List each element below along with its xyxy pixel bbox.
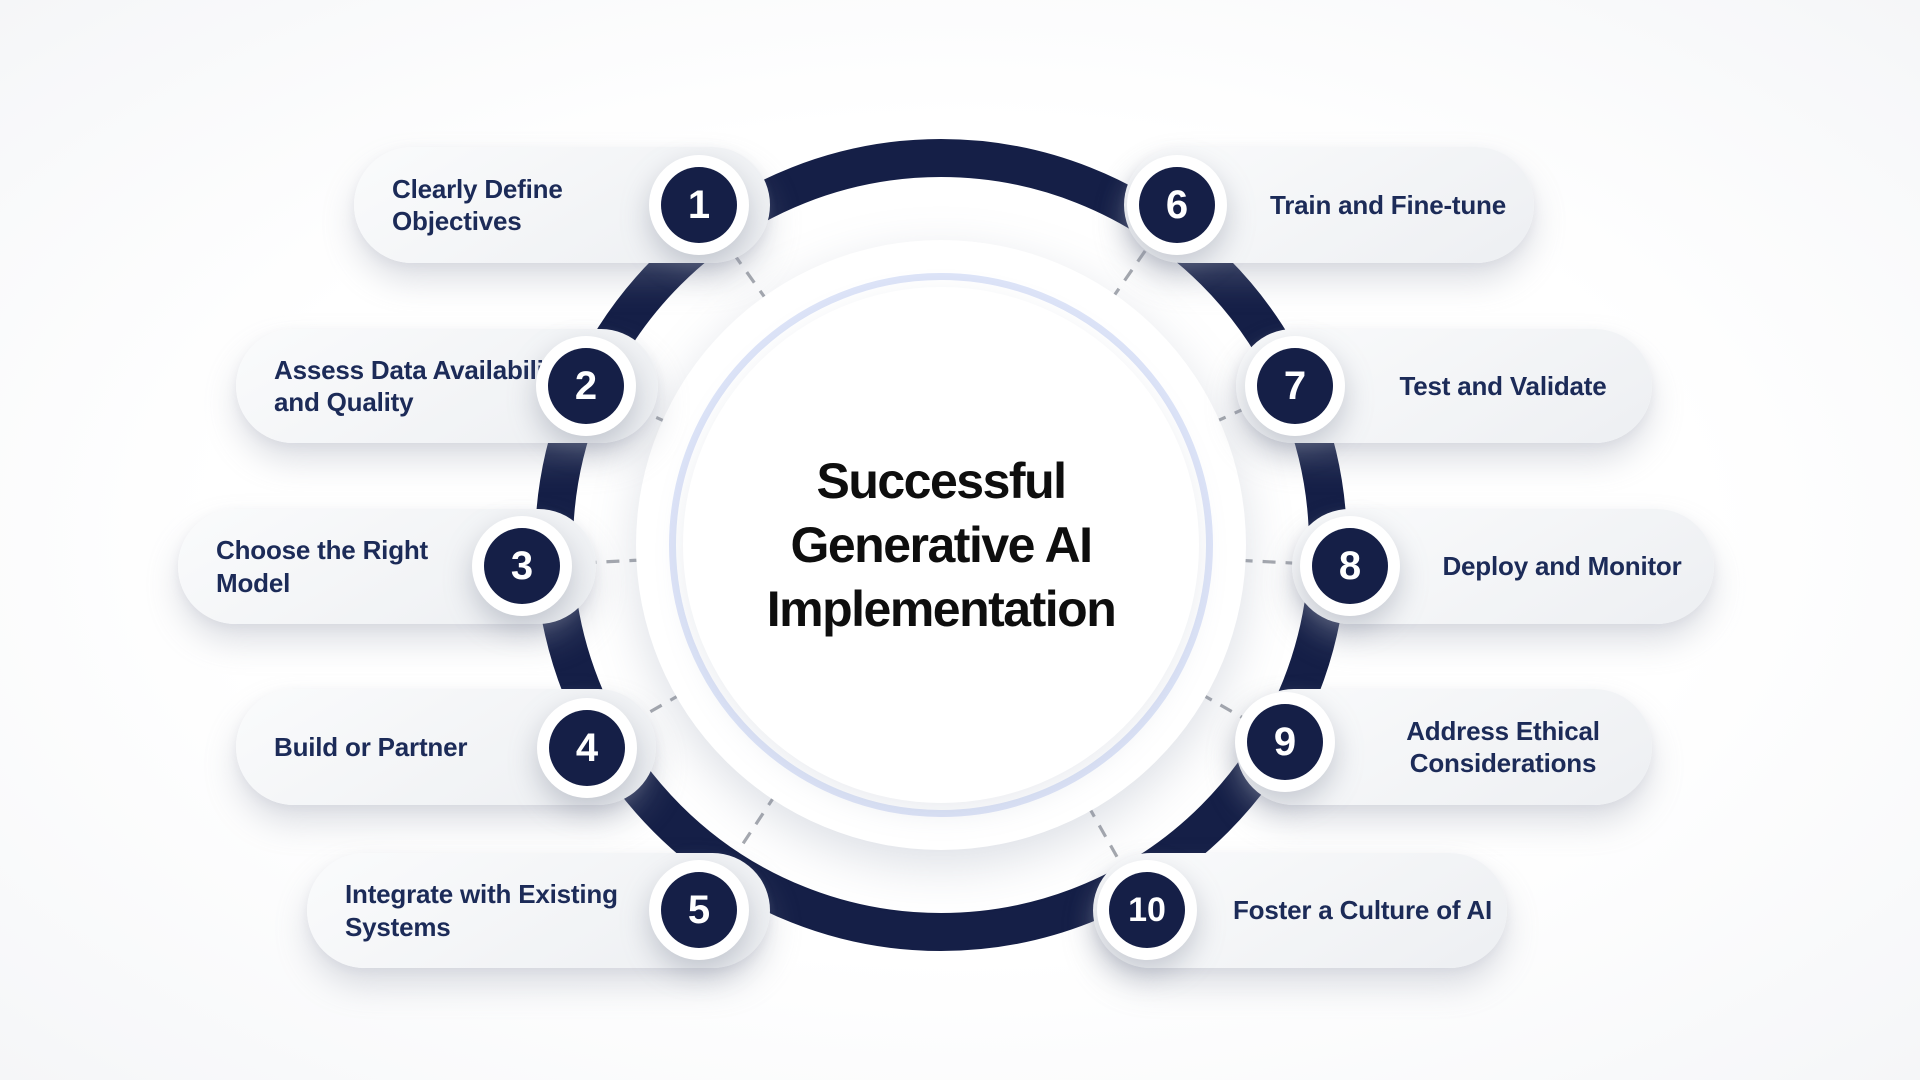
step-label-line: Systems [345, 911, 451, 942]
step-label-line: Assess Data Availability [274, 354, 567, 385]
step-label-line: Foster a Culture of AI [1233, 895, 1492, 926]
step-label-line: Test and Validate [1399, 370, 1607, 401]
step-label-line: Integrate with Existing [345, 879, 618, 909]
center-title-line: Successful [816, 453, 1067, 509]
step-badge-2: 2 [536, 336, 636, 436]
step-badge-5: 5 [649, 860, 749, 960]
step-badge-3: 3 [472, 516, 572, 616]
step-number: 4 [549, 710, 625, 786]
step-label-line: Choose the Right [216, 535, 429, 565]
step-number: 6 [1139, 167, 1215, 243]
step-number: 9 [1247, 704, 1323, 780]
step-number: 10 [1109, 872, 1185, 948]
step-label-line: and Quality [274, 387, 414, 417]
step-label-line: Objectives [392, 206, 522, 236]
step-badge-10: 10 [1097, 860, 1197, 960]
step-number: 5 [661, 872, 737, 948]
step-number: 3 [484, 528, 560, 604]
step-label-line: Model [216, 567, 291, 598]
step-label-line: Build or Partner [274, 731, 468, 762]
step-label-line: Train and Fine-tune [1270, 189, 1506, 220]
center-title-line: Generative AI [790, 517, 1093, 573]
step-label-line: Deploy and Monitor [1442, 551, 1682, 582]
center-title-line: Implementation [766, 581, 1117, 637]
step-badge-8: 8 [1300, 516, 1400, 616]
step-badge-9: 9 [1235, 692, 1335, 792]
center-circle: Successful Generative AI Implementation [683, 287, 1199, 803]
step-badge-1: 1 [649, 155, 749, 255]
step-number: 8 [1312, 528, 1388, 604]
step-number: 7 [1257, 348, 1333, 424]
step-badge-4: 4 [537, 698, 637, 798]
step-badge-6: 6 [1127, 155, 1227, 255]
step-number: 2 [548, 348, 624, 424]
step-label-line: Clearly Define [392, 173, 563, 204]
step-label-line: Considerations [1409, 748, 1597, 778]
step-badge-7: 7 [1245, 336, 1345, 436]
step-number: 1 [661, 167, 737, 243]
step-label-line: Address Ethical [1406, 715, 1600, 746]
